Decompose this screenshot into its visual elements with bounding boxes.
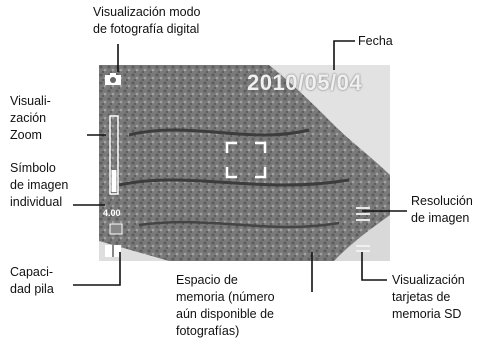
leader-lines	[0, 0, 496, 358]
